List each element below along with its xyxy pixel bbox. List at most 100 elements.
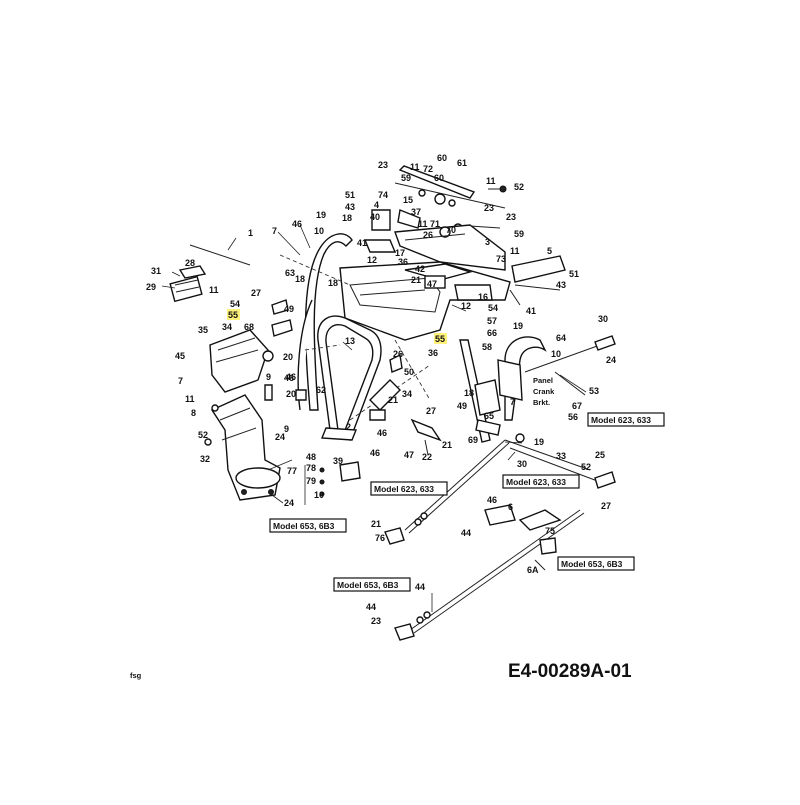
- callout-49: 49: [284, 304, 294, 314]
- callout-45: 45: [175, 351, 185, 361]
- deflector-line-a: [174, 279, 199, 286]
- callout-78: 78: [306, 463, 316, 473]
- callout-76: 76: [375, 533, 385, 543]
- callout-15: 15: [403, 195, 413, 205]
- upper-handle: [189, 233, 431, 441]
- callout-6: 6: [508, 502, 513, 512]
- dashboard-panel: [339, 255, 566, 341]
- callout-30: 30: [598, 314, 608, 324]
- assembly-line-2: [304, 344, 341, 351]
- callout-41: 41: [526, 306, 536, 316]
- model-box: Model 653, 6B3: [557, 556, 635, 571]
- callout-27: 27: [601, 501, 611, 511]
- callout-16: 16: [478, 292, 488, 302]
- bracket-15: [397, 209, 421, 229]
- callout-23: 23: [378, 160, 388, 170]
- callout-46: 46: [292, 219, 302, 229]
- callout-18: 18: [295, 274, 305, 284]
- washer-11: [418, 189, 426, 197]
- rod-43: [514, 284, 561, 291]
- callout-21: 21: [371, 519, 381, 529]
- hardware-77-79: [319, 461, 361, 497]
- bolt-8: [211, 404, 219, 412]
- leader: [507, 451, 516, 461]
- callout-18: 18: [342, 213, 352, 223]
- bolt-52: [204, 438, 212, 446]
- callout-11: 11: [418, 219, 428, 229]
- shift-rod-6a-edge: [413, 512, 585, 634]
- switch-47: [424, 275, 446, 289]
- callout-34: 34: [402, 389, 412, 399]
- callout-37: 37: [411, 207, 421, 217]
- callout-8: 8: [191, 408, 196, 418]
- collar-6b: [420, 512, 428, 520]
- bracket-76: [539, 537, 557, 555]
- callout-44: 44: [366, 602, 376, 612]
- callout-77: 77: [287, 466, 297, 476]
- callout-67: 67: [572, 401, 582, 411]
- callout-63: 63: [285, 268, 295, 278]
- callout-7: 7: [178, 376, 183, 386]
- shift-lever-assembly: [459, 335, 616, 489]
- callout-23: 23: [371, 616, 381, 626]
- callout-26: 26: [423, 230, 433, 240]
- callout-51: 51: [345, 190, 355, 200]
- callout-59: 59: [401, 173, 411, 183]
- callout-39: 39: [333, 456, 343, 466]
- callout-5: 5: [547, 246, 552, 256]
- callout-62: 62: [316, 385, 326, 395]
- bracket-39: [339, 461, 361, 482]
- callout-11: 11: [486, 176, 496, 186]
- callout-59: 59: [514, 229, 524, 239]
- callout-24: 24: [606, 355, 616, 365]
- corner-mark: fsg: [130, 671, 142, 680]
- clip-26: [389, 353, 403, 373]
- callout-12: 12: [461, 301, 471, 311]
- panel-crank-bracket: [497, 359, 523, 401]
- chute-35: [209, 329, 269, 393]
- collar-6a-1: [416, 616, 424, 624]
- callout-75: 75: [545, 526, 555, 536]
- model-box-label: Model 623, 633: [506, 477, 566, 487]
- bracket-16: [454, 284, 493, 301]
- assembly-line-1: [279, 254, 351, 286]
- callout-52: 52: [198, 430, 208, 440]
- washer-61: [448, 199, 456, 207]
- callout-28: 28: [185, 258, 195, 268]
- bracket-27r: [475, 419, 501, 436]
- callout-43: 43: [345, 202, 355, 212]
- model-box-frame: [333, 577, 411, 592]
- callout-1: 1: [248, 228, 253, 238]
- callout-11: 11: [410, 162, 420, 172]
- collar-6a-2: [423, 611, 431, 619]
- chute-assembly: [169, 265, 281, 501]
- bracket-46b: [320, 427, 358, 441]
- callout-21: 21: [442, 440, 452, 450]
- callout-60: 60: [437, 153, 447, 163]
- leader: [227, 237, 237, 251]
- bracket-27b: [484, 504, 516, 526]
- bolt-47: [424, 439, 429, 456]
- callout-69: 69: [468, 435, 478, 445]
- callout-73: 73: [496, 254, 506, 264]
- rod-24-lower: [509, 447, 601, 483]
- pivot-65: [515, 433, 525, 443]
- callout-53: 53: [589, 386, 599, 396]
- ring-68: [262, 350, 274, 362]
- callout-highlight: [227, 309, 240, 320]
- callout-18: 18: [464, 388, 474, 398]
- callout-33: 33: [556, 451, 566, 461]
- bracket-46r: [474, 379, 501, 416]
- side-label-panel: Panel: [533, 376, 553, 385]
- assembly-line-3: [394, 339, 431, 401]
- callout-47: 47: [404, 450, 414, 460]
- callout-35: 35: [198, 325, 208, 335]
- cover-plate-3: [394, 224, 506, 271]
- callout-55-highlighted: 55: [435, 334, 445, 344]
- callout-12: 12: [367, 255, 377, 265]
- callout-57: 57: [487, 316, 497, 326]
- callout-40: 40: [370, 212, 380, 222]
- knob-60: [434, 193, 446, 205]
